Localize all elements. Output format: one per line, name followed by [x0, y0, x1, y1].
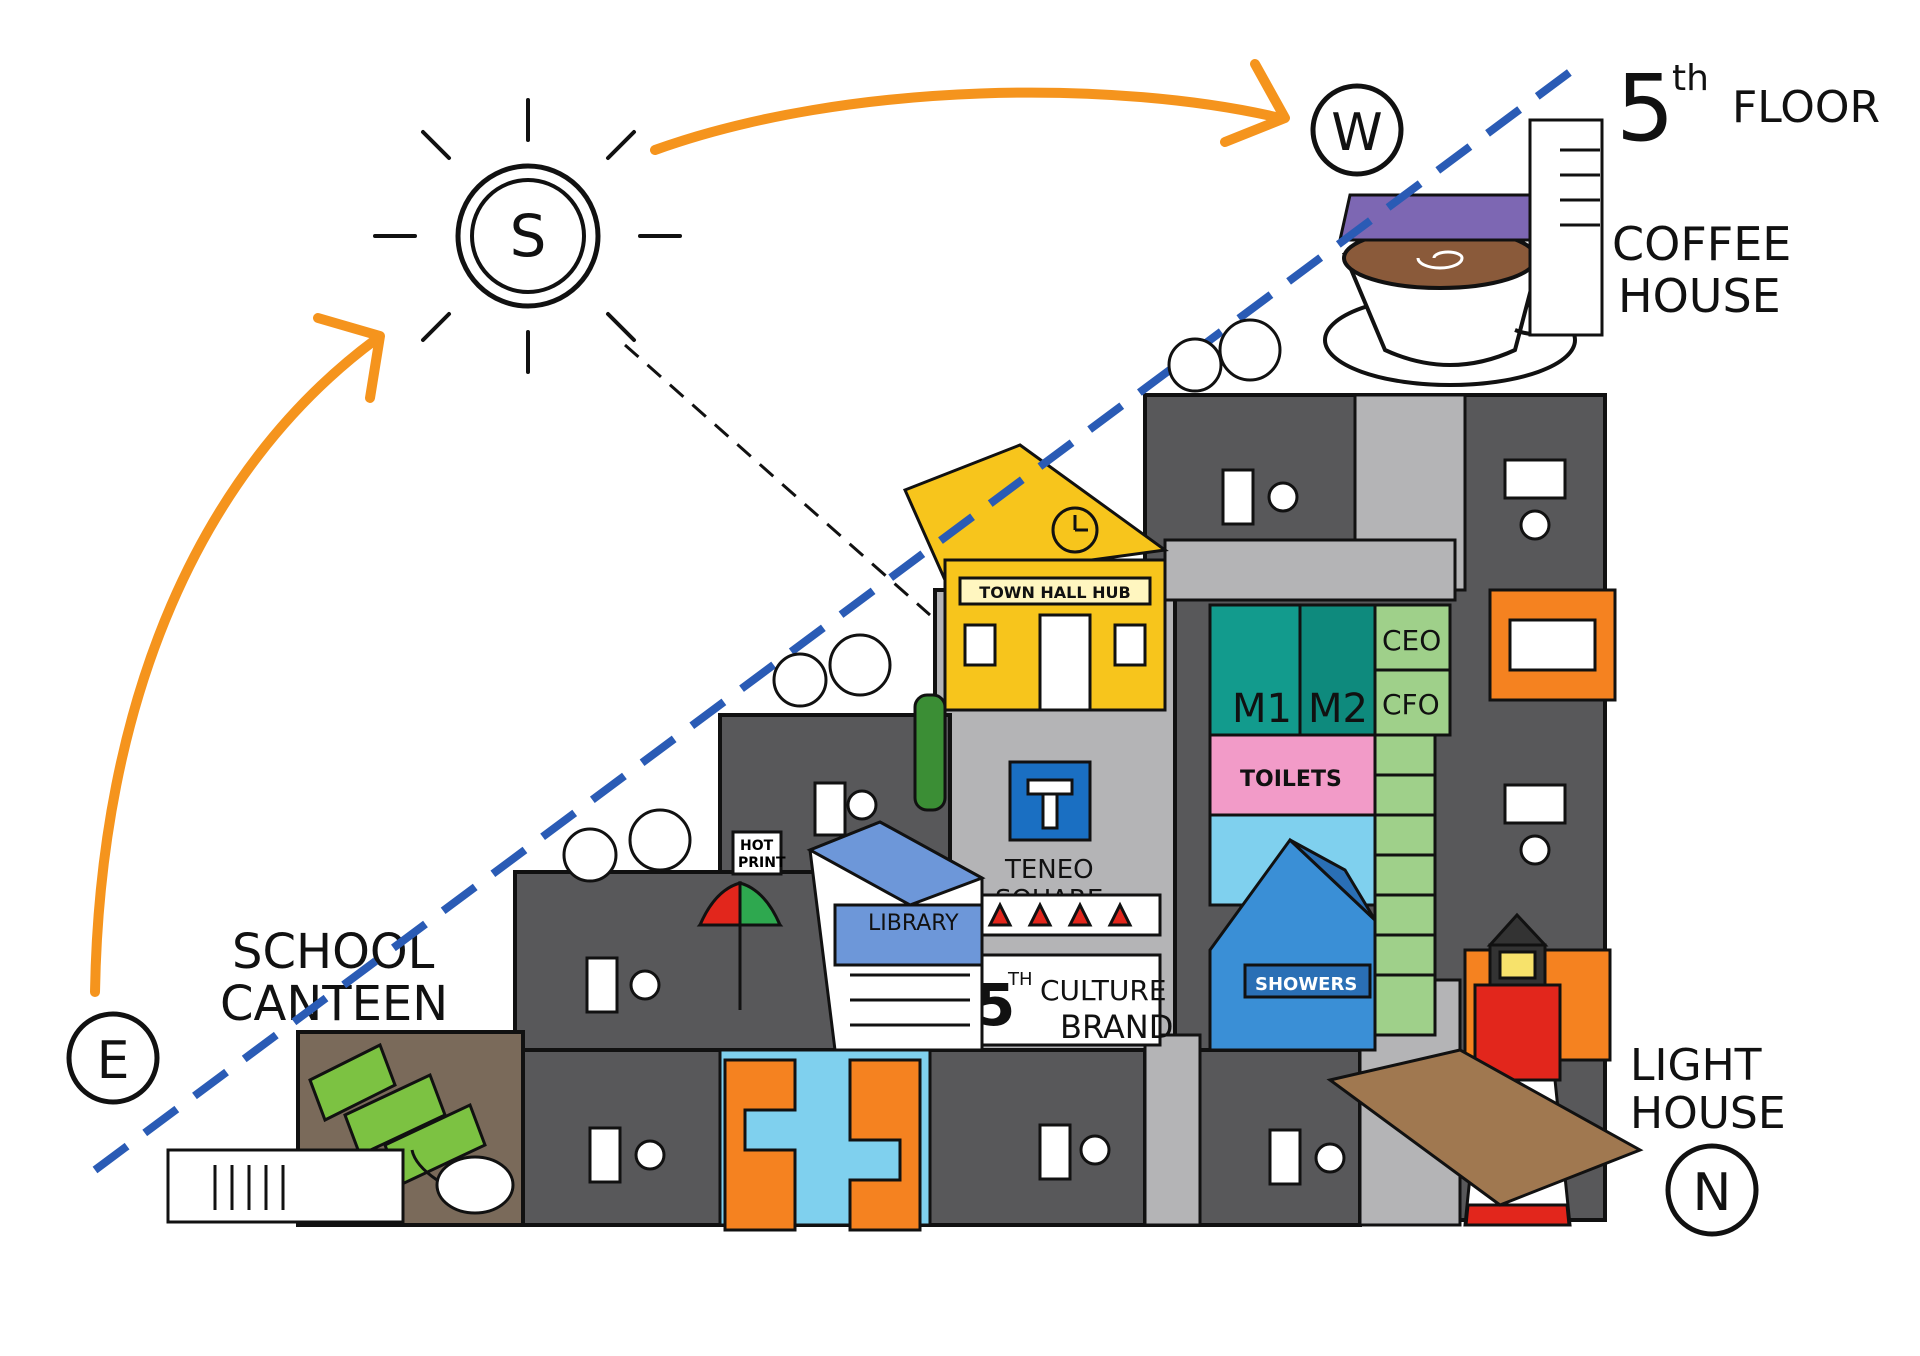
teneo-square-line1: TENEO	[1004, 855, 1094, 885]
sunset-arrowhead	[1220, 59, 1290, 147]
compass-north: N	[1693, 1163, 1732, 1223]
hot-print-sign	[731, 830, 783, 876]
floor-suffix: th	[1672, 58, 1709, 99]
plant-icon	[913, 693, 947, 812]
desk-icons	[585, 458, 1567, 1186]
canteen-benches	[308, 1042, 487, 1188]
compass-east-marker: E	[66, 1011, 160, 1105]
compass-east: E	[97, 1031, 130, 1091]
brand-word: BRAND	[1060, 1008, 1173, 1046]
culture-word: CULTURE	[1040, 974, 1167, 1007]
cfo-label: CFO	[1382, 688, 1440, 721]
dock	[1326, 1048, 1644, 1207]
town-hall-hub	[902, 443, 1169, 712]
hot-print-line1: HOT	[740, 838, 774, 854]
floor-number: 5	[1616, 55, 1675, 162]
library-building	[806, 820, 986, 1052]
executive-offices	[1373, 603, 1452, 1037]
sunset-arc-arrow	[650, 87, 1285, 155]
teneo-logo	[1008, 760, 1092, 842]
culture-brand-panel	[973, 893, 1162, 1047]
culture-suffix: TH	[1007, 969, 1033, 990]
compass-north-marker: N	[1665, 1143, 1759, 1237]
floor-word: FLOOR	[1732, 82, 1880, 133]
lighthouse-line2: HOUSE	[1630, 1088, 1786, 1139]
school-canteen-line2: CANTEEN	[220, 976, 448, 1032]
compass-west: W	[1331, 103, 1382, 163]
compass-west-marker: W	[1310, 83, 1404, 177]
sun-icon	[373, 98, 682, 374]
people-icons	[562, 318, 1282, 883]
teapot-icon	[410, 1149, 515, 1215]
meeting-rooms	[1208, 603, 1377, 737]
coffee-cup-icon	[1323, 226, 1577, 387]
meeting-room-2-label: M2	[1308, 686, 1368, 732]
stair-tower	[1528, 118, 1604, 337]
meeting-room-1-label: M1	[1232, 686, 1292, 732]
showers-label: SHOWERS	[1255, 974, 1357, 995]
meeting-pods	[723, 1058, 922, 1232]
compass-south: S	[510, 202, 547, 270]
town-hall-label: TOWN HALL HUB	[979, 583, 1130, 602]
umbrella-icon	[696, 881, 784, 1010]
toilets-label: TOILETS	[1240, 767, 1342, 792]
lighthouse-line1: LIGHT	[1630, 1040, 1762, 1091]
sunrise-arrowhead	[313, 313, 385, 403]
sun-ray-line	[624, 343, 931, 617]
library-label: LIBRARY	[868, 911, 959, 936]
coffee-house-line1: COFFEE	[1612, 217, 1791, 271]
canteen-stairs	[166, 1148, 405, 1224]
coffee-house-roof	[1338, 193, 1553, 242]
school-canteen-line1: SCHOOL	[232, 924, 435, 980]
coffee-house-line2: HOUSE	[1618, 269, 1781, 323]
showers-pavilion	[1208, 837, 1377, 1052]
ceo-label: CEO	[1382, 624, 1441, 657]
sunrise-arc-arrow	[90, 335, 380, 997]
hot-print-line2: PRINT	[738, 855, 786, 871]
